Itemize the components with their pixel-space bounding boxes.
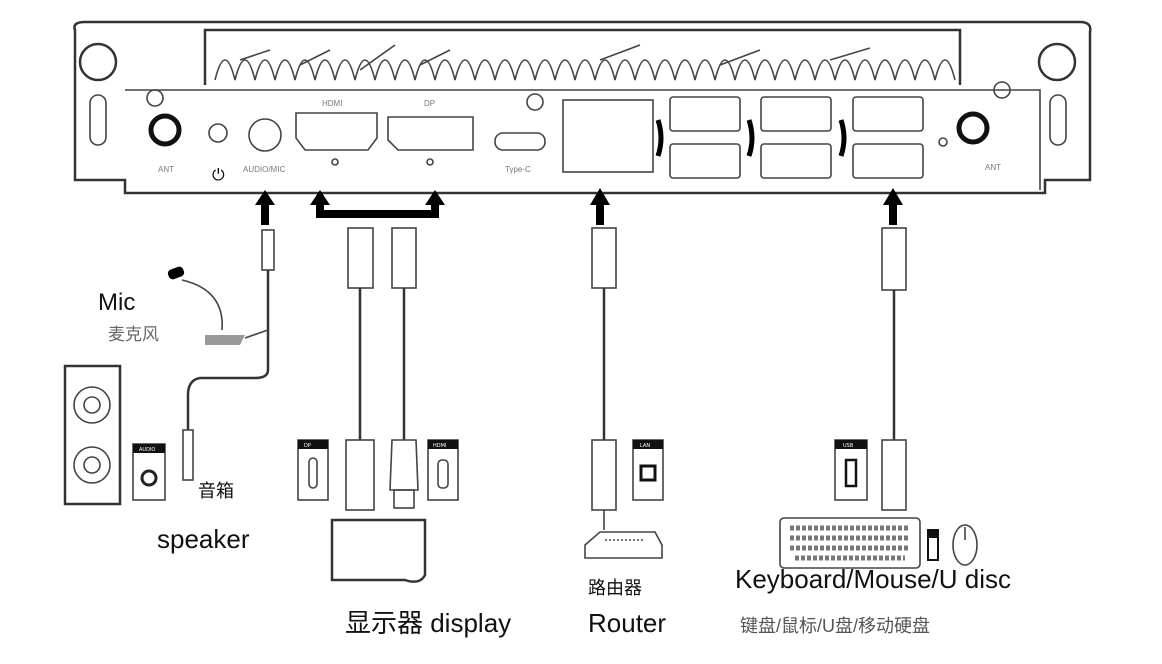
- ant-left-label: ANT: [158, 165, 174, 174]
- hdmi-port: [295, 112, 378, 151]
- usb-ports: [655, 96, 924, 179]
- display-cables: [345, 227, 419, 511]
- monitor-icon: [330, 518, 427, 583]
- router-label: Router: [588, 608, 666, 638]
- speaker-label: speaker: [157, 524, 250, 554]
- power-button: [208, 123, 228, 143]
- audio-cable: [182, 229, 275, 481]
- svg-text:HDMI: HDMI: [433, 443, 446, 449]
- speaker-icon: [63, 364, 122, 506]
- dp-port: [387, 116, 474, 151]
- audio-jack-badge: AUDIO: [132, 443, 166, 501]
- type-c-label: Type-C: [505, 165, 531, 174]
- display-label: 显示器 display: [345, 608, 511, 638]
- router-icon: [584, 531, 663, 559]
- connection-arrows: [255, 188, 903, 225]
- antenna-left-port: [148, 113, 182, 147]
- usb-cable: [881, 227, 907, 511]
- displayport-badge: DP: [297, 439, 329, 501]
- keyboard-icon: [779, 517, 921, 569]
- lan-badge: LAN: [632, 439, 664, 501]
- hdmi-label: HDMI: [322, 99, 342, 108]
- lan-cable: [591, 227, 617, 530]
- cooling-fins: [214, 44, 956, 81]
- svg-text:USB: USB: [843, 443, 854, 449]
- svg-text:LAN: LAN: [640, 443, 650, 449]
- peripherals-label: Keyboard/Mouse/U disc: [735, 564, 1011, 594]
- speaker-label-cn: 音箱: [198, 481, 234, 501]
- usb-badge: USB: [834, 439, 868, 501]
- antenna-right-port: [956, 111, 990, 145]
- dp-label: DP: [424, 99, 435, 108]
- mini-pc-rear-panel: ANT ⏻ AUDIO/MIC HDMI DP Type-C ANT: [73, 20, 1092, 195]
- type-c-port: [494, 132, 546, 151]
- svg-text:DP: DP: [304, 443, 311, 449]
- mic-label-cn: 麦克风: [108, 325, 159, 344]
- router-label-cn: 路由器: [588, 578, 642, 598]
- usb-drive-icon: [927, 529, 939, 561]
- lan-port: [562, 99, 654, 173]
- mic-label: Mic: [98, 289, 135, 316]
- mouse-icon: [952, 524, 978, 566]
- svg-text:AUDIO: AUDIO: [139, 447, 155, 453]
- audio-port: [248, 118, 282, 152]
- microphone-icon: [167, 266, 269, 345]
- peripherals-label-cn: 键盘/鼠标/U盘/移动硬盘: [740, 616, 930, 636]
- ant-right-label: ANT: [985, 163, 1001, 172]
- audio-mic-label: AUDIO/MIC: [243, 165, 285, 174]
- hdmi-badge: HDMI: [427, 439, 459, 501]
- power-icon: ⏻: [212, 165, 225, 184]
